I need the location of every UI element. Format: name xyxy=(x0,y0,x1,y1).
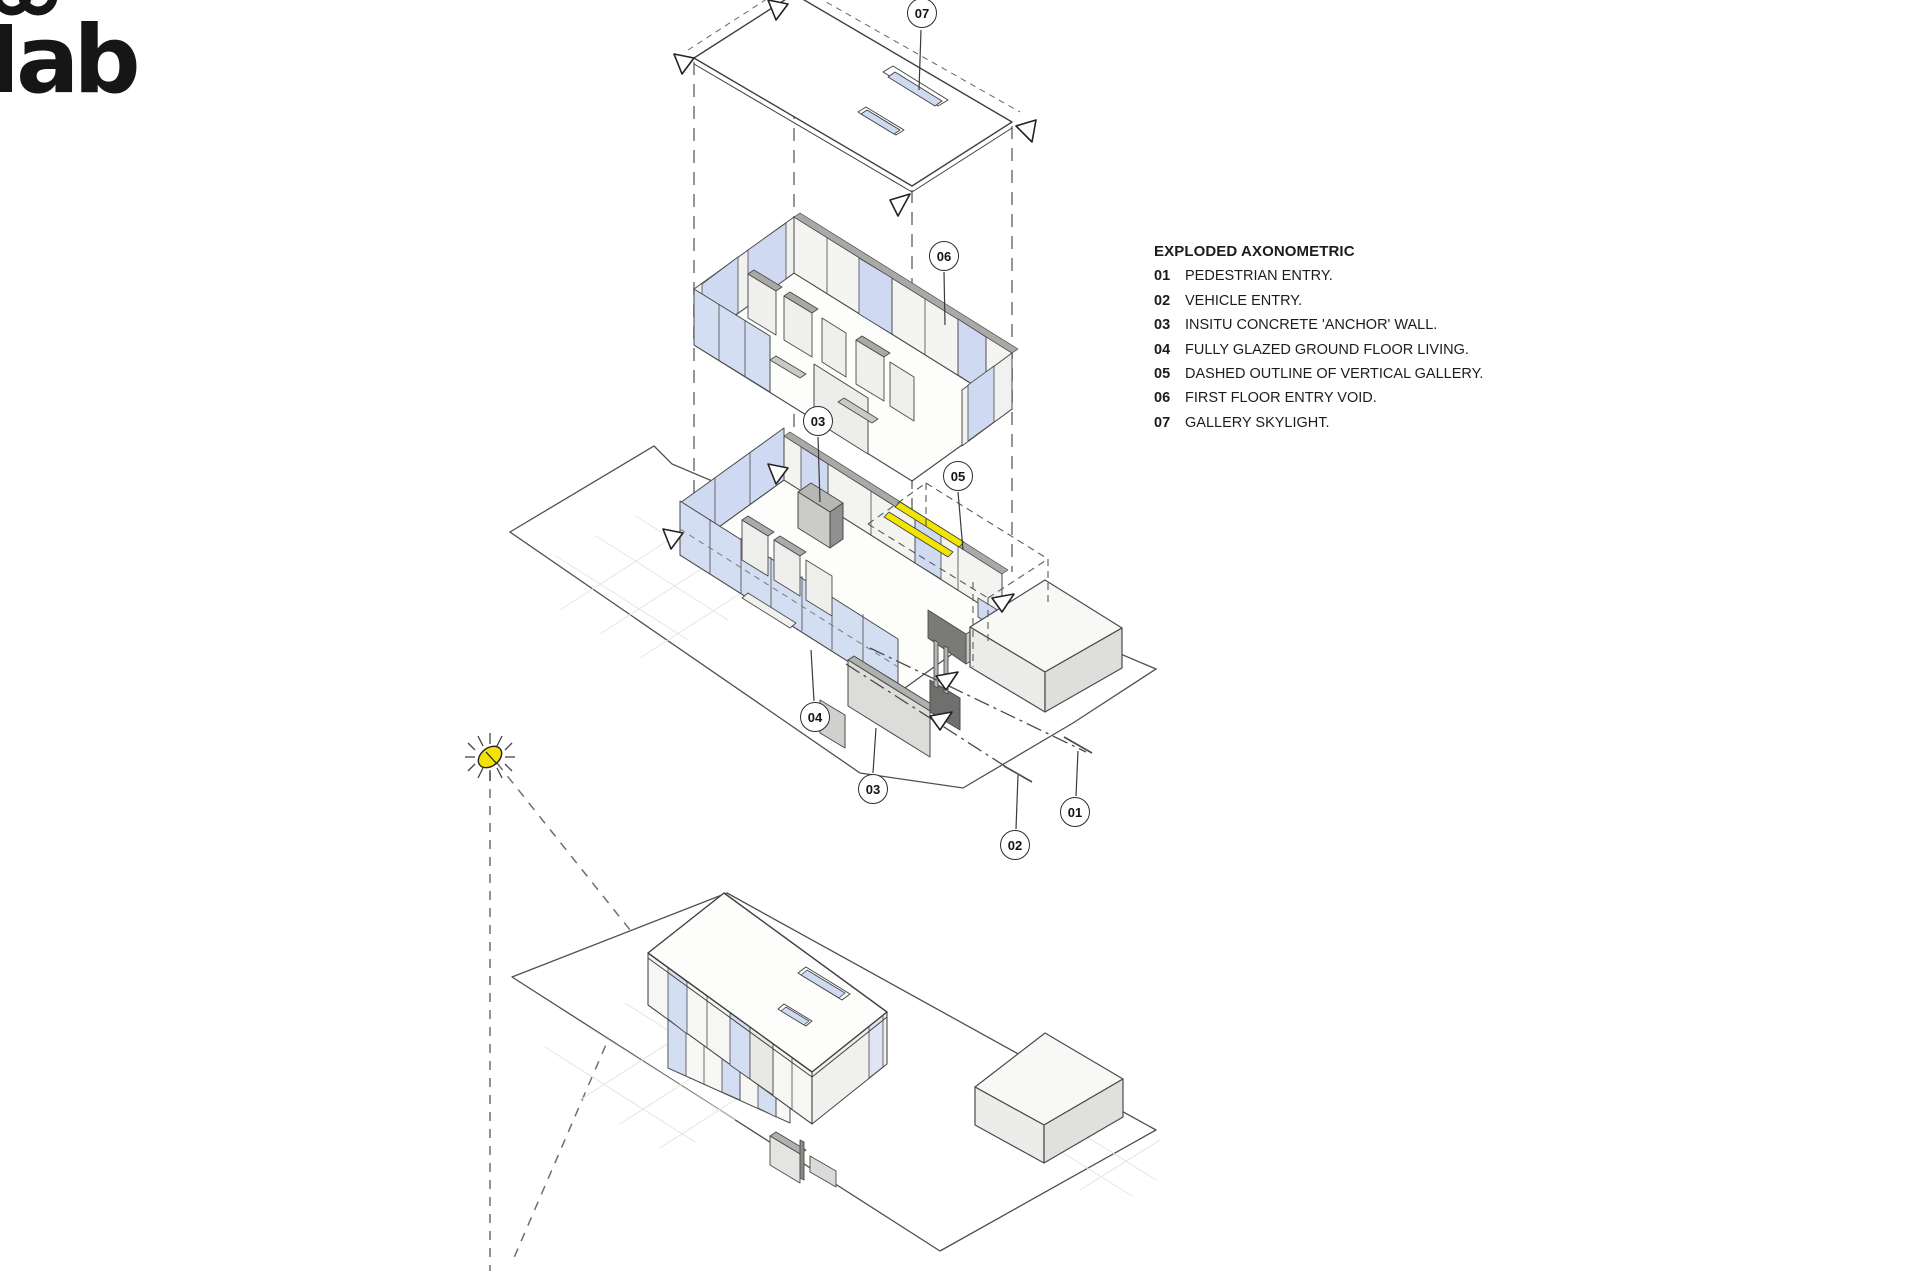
assembled-roof xyxy=(647,892,888,1078)
sun-icon xyxy=(465,733,515,781)
callout-05-gallery: 05 xyxy=(943,461,973,491)
ground-floor-plan xyxy=(679,427,1123,783)
legend-item-num: 07 xyxy=(1154,414,1171,431)
logo: ab xyxy=(0,0,170,122)
legend-item-label: VEHICLE ENTRY. xyxy=(1185,292,1303,309)
legend-item: 07 GALLERY SKYLIGHT. xyxy=(1154,411,1534,435)
legend-item-label: FIRST FLOOR ENTRY VOID. xyxy=(1185,390,1377,407)
gallery-dashed-outline xyxy=(867,482,1049,667)
callout-07-skylight: 07 xyxy=(907,0,937,28)
legend-item-label: FULLY GLAZED GROUND FLOOR LIVING. xyxy=(1185,341,1469,358)
legend-item: 05 DASHED OUTLINE OF VERTICAL GALLERY. xyxy=(1154,362,1534,386)
legend-item: 06 FIRST FLOOR ENTRY VOID. xyxy=(1154,386,1534,410)
legend-item-num: 05 xyxy=(1154,366,1171,383)
legend-item: 02 VEHICLE ENTRY. xyxy=(1154,289,1534,313)
callout-01-pedestrian-entry: 01 xyxy=(1060,797,1090,827)
legend-item: 01 PEDESTRIAN ENTRY. xyxy=(1154,264,1534,288)
overlapping-rings-icon: ab xyxy=(0,0,143,115)
yellow-highlight-beam xyxy=(883,501,965,558)
legend-item: 03 INSITU CONCRETE 'ANCHOR' WALL. xyxy=(1154,313,1534,337)
legend-item-num: 06 xyxy=(1154,390,1171,407)
legend-item-num: 01 xyxy=(1154,268,1171,285)
anchor-wall-lower xyxy=(819,655,961,758)
legend-item-num: 02 xyxy=(1154,292,1171,309)
legend-item-label: PEDESTRIAN ENTRY. xyxy=(1185,268,1333,285)
garage-volume xyxy=(969,579,1123,713)
legend-item: 04 FULLY GLAZED GROUND FLOOR LIVING. xyxy=(1154,338,1534,362)
first-floor-plan xyxy=(693,212,1019,482)
gallery-skylight xyxy=(857,65,949,136)
callout-03-anchor-wall-lower: 03 xyxy=(858,774,888,804)
legend-title: EXPLODED AXONOMETRIC xyxy=(1154,243,1355,260)
callout-04-glazing: 04 xyxy=(800,702,830,732)
anchor-wall-upper xyxy=(797,482,844,549)
assembled-garage xyxy=(974,1032,1124,1164)
legend-item-label: DASHED OUTLINE OF VERTICAL GALLERY. xyxy=(1185,366,1484,383)
interior-partitions-ground xyxy=(741,515,833,629)
legend-item-num: 03 xyxy=(1154,317,1171,334)
callout-02-vehicle-entry: 02 xyxy=(1000,830,1030,860)
legend-item-label: INSITU CONCRETE 'ANCHOR' WALL. xyxy=(1185,317,1438,334)
assembled-building xyxy=(511,892,1161,1252)
logo-text: ab xyxy=(16,6,137,115)
roof-plane xyxy=(687,0,1021,193)
callout-06-entry-void: 06 xyxy=(929,241,959,271)
leader-lines xyxy=(810,29,1079,830)
vehicle-entry-marker xyxy=(1003,765,1033,783)
sun-group xyxy=(465,733,647,1271)
ground-floor-glazing xyxy=(679,500,899,694)
interior-partitions-first xyxy=(747,269,915,424)
callout-03-anchor-wall-upper: 03 xyxy=(803,406,833,436)
legend: EXPLODED AXONOMETRIC 01 PEDESTRIAN ENTRY… xyxy=(1154,240,1534,435)
assembled-entry-walls xyxy=(769,1131,837,1188)
legend-item-label: GALLERY SKYLIGHT. xyxy=(1185,414,1330,431)
legend-item-num: 04 xyxy=(1154,341,1171,358)
corner-arrow-icons xyxy=(662,0,1037,731)
pedestrian-entry-marker xyxy=(1063,736,1093,754)
entry-paths xyxy=(845,647,1087,773)
